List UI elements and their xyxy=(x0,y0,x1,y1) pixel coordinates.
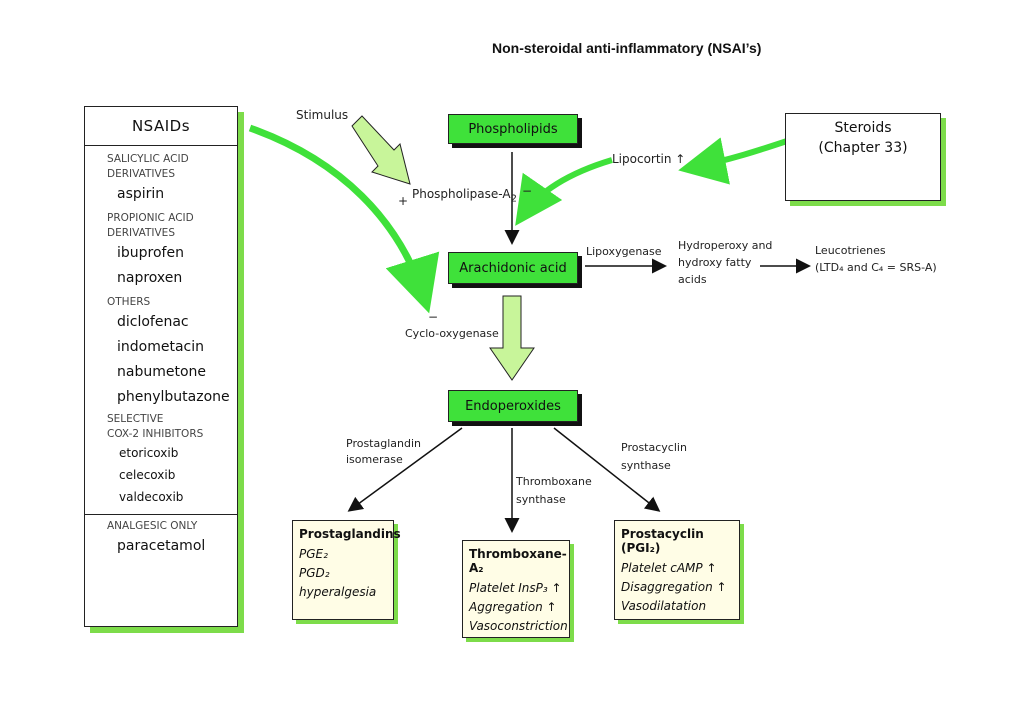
page-title: Non-steroidal anti-inflammatory (NSAI’s) xyxy=(492,40,762,56)
prostaglandins-title: Prostaglandins xyxy=(299,527,401,541)
drug-paracetamol: paracetamol xyxy=(117,538,206,554)
arrow-arachidonic-to-endoperoxides xyxy=(489,295,535,381)
section-propionic-2: DERIVATIVES xyxy=(107,227,175,239)
nsaids-divider xyxy=(85,514,237,515)
arachidonic-box: Arachidonic acid xyxy=(448,252,578,284)
drug-phenylbutazone: phenylbutazone xyxy=(117,389,230,405)
cox-minus: − xyxy=(428,310,439,324)
endoperoxides-label: Endoperoxides xyxy=(465,398,561,414)
steroids-title: Steroids xyxy=(834,120,892,136)
prostaglandins-item-3: hyperalgesia xyxy=(299,585,377,599)
phospholipase-minus: − xyxy=(522,184,533,198)
section-cox2-2: COX-2 INHIBITORS xyxy=(107,428,204,440)
steroids-box: Steroids (Chapter 33) xyxy=(785,113,941,201)
arrow-endoperoxides-to-prostacyclin xyxy=(553,427,661,512)
prostaglandins-item-1: PGE₂ xyxy=(299,547,328,561)
prostacyclin-title: Prostacyclin (PGI₂) xyxy=(621,527,704,555)
thromboxane-title: Thromboxane-A₂ xyxy=(469,547,567,575)
drug-indometacin: indometacin xyxy=(117,339,204,355)
pg-isomerase-label-1: Prostaglandin xyxy=(346,437,421,450)
drug-ibuprofen: ibuprofen xyxy=(117,245,184,261)
prostacyclin-box: Prostacyclin (PGI₂) Platelet cAMP ↑ Disa… xyxy=(614,520,740,620)
plus-sign: + xyxy=(398,194,409,208)
pg-isomerase-label-2: isomerase xyxy=(346,453,403,466)
leucotrienes-label-1: Leucotrienes xyxy=(815,244,886,257)
prostacyclin-item-1: Platelet cAMP ↑ xyxy=(621,561,717,575)
lipocortin-label: Lipocortin ↑ xyxy=(612,152,686,166)
tx-synthase-label-1: Thromboxane xyxy=(516,475,592,488)
drug-celecoxib: celecoxib xyxy=(119,468,176,482)
section-others: OTHERS xyxy=(107,296,151,308)
drug-aspirin: aspirin xyxy=(117,186,165,202)
hydroperoxy-label-2: hydroxy fatty xyxy=(678,256,752,269)
endoperoxides-box: Endoperoxides xyxy=(448,390,578,422)
stimulus-arrow xyxy=(351,115,411,185)
tx-synthase-label-2: synthase xyxy=(516,493,566,506)
phospholipids-label: Phospholipids xyxy=(468,121,558,137)
phospholipase-label: Phospholipase-A2 xyxy=(412,187,517,206)
phospholipase-sub: 2 xyxy=(510,193,517,205)
drug-etoricoxib: etoricoxib xyxy=(119,446,179,460)
hydroperoxy-label-3: acids xyxy=(678,273,707,286)
prostaglandins-box: Prostaglandins PGE₂ PGD₂ hyperalgesia xyxy=(292,520,401,620)
section-propionic: PROPIONIC ACID xyxy=(107,212,194,224)
pc-synthase-label-2: synthase xyxy=(621,459,671,472)
steroids-subtitle: (Chapter 33) xyxy=(818,140,908,156)
pc-synthase-label-1: Prostacyclin xyxy=(621,441,687,454)
section-salicylic-2: DERIVATIVES xyxy=(107,168,175,180)
phospholipase-text: Phospholipase-A xyxy=(412,187,511,201)
drug-nabumetone: nabumetone xyxy=(117,364,207,380)
arachidonic-label: Arachidonic acid xyxy=(459,260,567,276)
lipoxygenase-label: Lipoxygenase xyxy=(586,245,662,258)
thromboxane-item-3: Vasoconstriction xyxy=(469,619,568,633)
drug-naproxen: naproxen xyxy=(117,270,183,286)
thromboxane-item-2: Aggregation ↑ xyxy=(469,600,557,614)
drug-diclofenac: diclofenac xyxy=(117,314,189,330)
cyclooxygenase-label: Cyclo-oxygenase xyxy=(405,327,499,340)
thromboxane-item-1: Platelet InsP₃ ↑ xyxy=(469,581,562,595)
nsaids-panel: NSAIDs SALICYLIC ACID DERIVATIVES aspiri… xyxy=(84,106,238,627)
drug-valdecoxib: valdecoxib xyxy=(119,490,184,504)
prostacyclin-item-2: Disaggregation ↑ xyxy=(621,580,727,594)
hydroperoxy-label-1: Hydroperoxy and xyxy=(678,239,773,252)
nsaids-header: NSAIDs xyxy=(85,107,237,146)
prostaglandins-item-2: PGD₂ xyxy=(299,566,330,580)
section-analgesic: ANALGESIC ONLY xyxy=(107,520,198,532)
leucotrienes-label-2: (LTD₄ and C₄ = SRS-A) xyxy=(815,261,937,274)
thromboxane-box: Thromboxane-A₂ Platelet InsP₃ ↑ Aggregat… xyxy=(462,540,570,638)
arrow-lipocortin-to-phospholipase xyxy=(515,157,613,226)
arrow-steroids-to-lipocortin xyxy=(678,137,791,185)
arrow-endoperoxides-to-prostaglandins xyxy=(347,427,463,512)
section-cox2: SELECTIVE xyxy=(107,413,164,425)
prostacyclin-item-3: Vasodilatation xyxy=(621,599,707,613)
phospholipids-box: Phospholipids xyxy=(448,114,578,144)
arrow-nsaids-to-cyclooxygenase xyxy=(248,124,440,314)
section-salicylic: SALICYLIC ACID xyxy=(107,153,189,165)
stimulus-label: Stimulus xyxy=(296,108,349,122)
